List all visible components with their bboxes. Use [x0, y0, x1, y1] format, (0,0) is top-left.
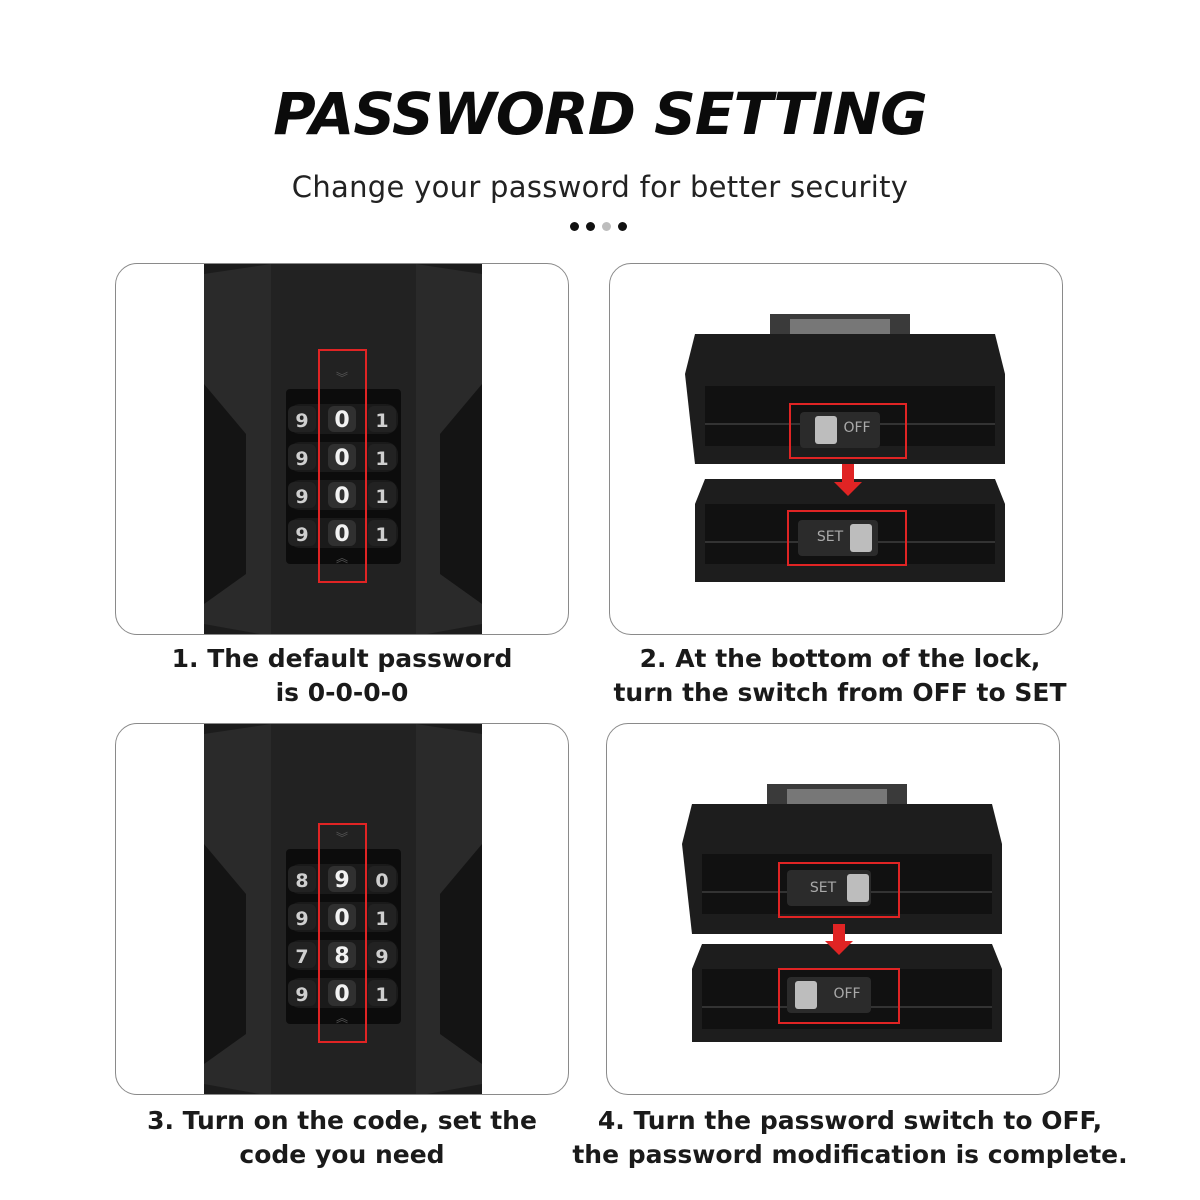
dial-digit: 0 — [334, 446, 349, 471]
dial-digit-face — [368, 980, 396, 1006]
dial-digit: 9 — [295, 486, 308, 508]
step-4-caption: 4. Turn the password switch to OFF, the … — [570, 1104, 1130, 1172]
dial-digit-face — [288, 406, 316, 432]
dial-digit-face — [368, 904, 396, 930]
dial-digit: 8 — [334, 944, 349, 969]
dial-digit: 1 — [375, 984, 388, 1006]
step-2-image: OFF SET — [609, 263, 1063, 635]
switch-label-bottom: OFF — [833, 986, 860, 1002]
dial-digit: 0 — [334, 982, 349, 1007]
dial-digit-face — [328, 980, 356, 1006]
dial-digit: 1 — [375, 410, 388, 432]
caption-line: 3. Turn on the code, set the — [147, 1106, 537, 1135]
dial-digit-face — [328, 406, 356, 432]
dial-digit-face — [368, 482, 396, 508]
dial-digit-face — [288, 942, 316, 968]
carousel-dots — [570, 222, 627, 234]
caption-line: code you need — [239, 1140, 445, 1169]
dial-digit: 9 — [295, 984, 308, 1006]
dial-digit-face — [288, 980, 316, 1006]
dial-digit-face — [328, 904, 356, 930]
dial-digit: 1 — [375, 486, 388, 508]
dial-digit: 9 — [295, 908, 308, 930]
page-subtitle: Change your password for better security — [291, 170, 909, 204]
caption-line: the password modification is complete. — [572, 1140, 1128, 1169]
svg-text:︽: ︽ — [336, 1011, 348, 1025]
step-3-image: 8 9 0 9 0 1 7 8 9 9 0 1 ︾ ︽ — [115, 723, 569, 1095]
dial-digit-face — [288, 866, 316, 892]
dial-digit: 0 — [334, 522, 349, 547]
dial-digit-face — [328, 482, 356, 508]
dial-digit: 9 — [295, 524, 308, 546]
dial-digit: 9 — [334, 868, 349, 893]
caption-line: is 0-0-0-0 — [275, 678, 409, 707]
dial-digit-face — [288, 520, 316, 546]
step-3-caption: 3. Turn on the code, set the code you ne… — [115, 1104, 569, 1172]
dot-active — [602, 222, 611, 231]
dot — [618, 222, 627, 231]
page-title: PASSWORD SETTING — [273, 80, 927, 148]
switch-label-top: OFF — [843, 420, 870, 436]
dial-digit-face — [328, 520, 356, 546]
dial-digit-face — [368, 406, 396, 432]
dial-digit-face — [368, 866, 396, 892]
switch-label-bottom: SET — [817, 529, 844, 545]
dial-digit-face — [288, 444, 316, 470]
lock-switch-illustration: OFF SET — [685, 314, 1005, 582]
caption-line: turn the switch from OFF to SET — [613, 678, 1067, 707]
caption-line: 2. At the bottom of the lock, — [639, 644, 1041, 673]
dial-digit-face — [288, 904, 316, 930]
dot — [586, 222, 595, 231]
switch-label-top: SET — [810, 880, 837, 896]
arrow-down-icon — [834, 464, 862, 496]
lock-dials-illustration: 8 9 0 9 0 1 7 8 9 9 0 1 ︾ ︽ — [204, 724, 482, 1094]
caption-line: 1. The default password — [171, 644, 513, 673]
dial-digit: 1 — [375, 908, 388, 930]
dial-digit: 8 — [295, 870, 308, 892]
caption-line: 4. Turn the password switch to OFF, — [597, 1106, 1103, 1135]
dial-digit: 9 — [295, 410, 308, 432]
dial-digit: 0 — [334, 408, 349, 433]
dial-digit-face — [328, 444, 356, 470]
step-2-caption: 2. At the bottom of the lock, turn the s… — [600, 642, 1080, 710]
dot — [570, 222, 579, 231]
arrow-down-icon — [825, 924, 853, 955]
step-4-image: SET OFF — [606, 723, 1060, 1095]
lock-dials-illustration: 9 0 1 9 0 1 9 0 1 9 0 1 ︾ ︽ — [204, 264, 482, 634]
step-1-image: 9 0 1 9 0 1 9 0 1 9 0 1 ︾ ︽ — [115, 263, 569, 635]
dial-digit: 9 — [375, 946, 388, 968]
step-1-caption: 1. The default password is 0-0-0-0 — [115, 642, 569, 710]
dial-digit-face — [328, 866, 356, 892]
dial-digit: 7 — [295, 946, 308, 968]
dial-digit-face — [368, 942, 396, 968]
dial-digit: 1 — [375, 448, 388, 470]
svg-text:︾: ︾ — [336, 831, 348, 845]
dial-digit-face — [288, 482, 316, 508]
dial-digit-face — [368, 444, 396, 470]
dial-digit: 1 — [375, 524, 388, 546]
dial-digit: 9 — [295, 448, 308, 470]
svg-text:︽: ︽ — [336, 551, 348, 565]
lock-switch-illustration: SET OFF — [682, 784, 1002, 1042]
svg-text:︾: ︾ — [336, 371, 348, 385]
dial-digit: 0 — [375, 870, 388, 892]
dial-digit: 0 — [334, 906, 349, 931]
dial-digit-face — [328, 942, 356, 968]
dial-digit: 0 — [334, 484, 349, 509]
dial-digit-face — [368, 520, 396, 546]
